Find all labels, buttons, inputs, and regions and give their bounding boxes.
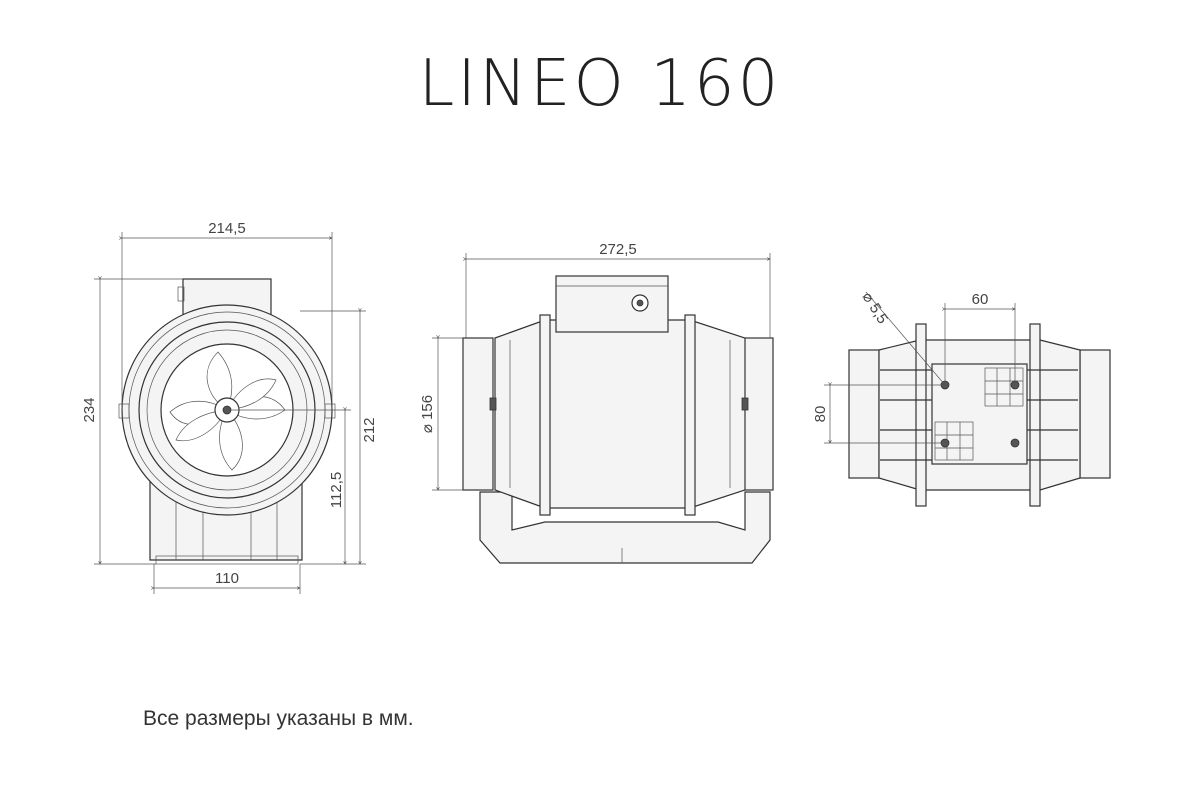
side-length-label: 272,5 [599, 241, 637, 258]
front-dimensions: 214,5 234 212 112,5 110 [81, 220, 378, 594]
front-axis-height-label: 112,5 [328, 472, 345, 508]
bottom-view [848, 323, 1111, 507]
side-dimensions: 272,5 ⌀ 156 [419, 241, 770, 490]
front-base-label: 110 [215, 570, 239, 587]
page-title: LINEO 160 [418, 47, 782, 121]
bottom-duct-left [848, 349, 880, 479]
bottom-hole-4 [1010, 438, 1020, 448]
side-terminal-box [555, 275, 669, 333]
front-impeller [169, 351, 286, 471]
side-stand [479, 491, 771, 564]
bottom-spacing-h-label: 60 [972, 291, 989, 308]
side-diameter-label: ⌀ 156 [419, 395, 436, 433]
front-height-label: 234 [81, 397, 98, 422]
side-view [462, 275, 774, 564]
side-duct-right [742, 337, 774, 491]
bottom-hole-label: ⌀ 5,5 [859, 289, 891, 327]
bottom-spacing-v-label: 80 [812, 406, 829, 423]
units-note: Все размеры указаны в мм. [143, 707, 414, 730]
side-duct-left [462, 337, 494, 491]
front-width-label: 214,5 [208, 220, 246, 237]
bottom-mount-plate [931, 363, 1028, 465]
front-view [118, 278, 336, 565]
bottom-duct-right [1079, 349, 1111, 479]
side-body [494, 319, 746, 509]
front-inner-height-label: 212 [361, 417, 378, 442]
